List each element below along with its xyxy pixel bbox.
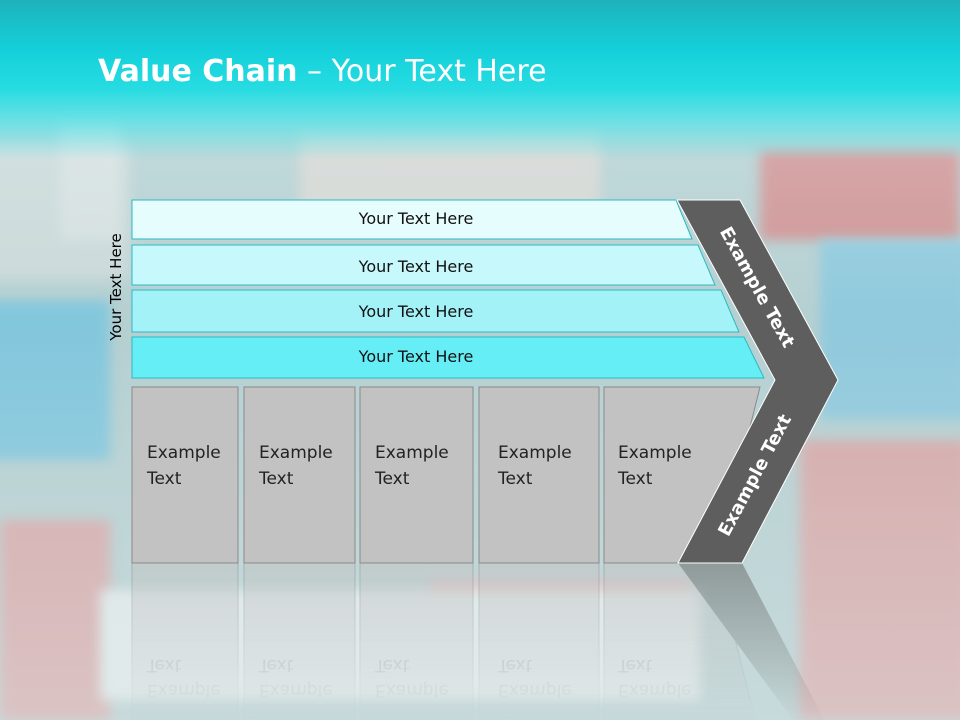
box-1-line1: Example xyxy=(147,443,221,463)
box-2 xyxy=(243,386,356,564)
svg-text:Text: Text xyxy=(258,655,294,675)
bar-4-label: Your Text Here xyxy=(358,347,474,366)
svg-text:Example: Example xyxy=(498,680,572,700)
box-4 xyxy=(478,386,600,564)
slide-title: Value Chain – Your Text Here xyxy=(98,54,547,89)
bars-group: Your Text Here Your Text Here Your Text … xyxy=(131,199,765,379)
svg-text:Example: Example xyxy=(147,680,221,700)
box-1 xyxy=(131,386,239,564)
box-2-line2: Text xyxy=(258,469,294,489)
box-3 xyxy=(359,386,474,564)
bar-3-label: Your Text Here xyxy=(358,302,474,321)
box-3-line1: Example xyxy=(375,443,449,463)
title-bold: Value Chain xyxy=(98,54,298,89)
box-1-line2: Text xyxy=(146,469,182,489)
bar-4 xyxy=(131,336,765,379)
svg-text:Example: Example xyxy=(375,680,449,700)
chevron-shape xyxy=(676,199,839,564)
bar-1 xyxy=(131,199,693,240)
bar-1-label: Your Text Here xyxy=(358,209,474,228)
header-band xyxy=(0,0,960,160)
box-5-line1: Example xyxy=(618,443,692,463)
svg-text:Text: Text xyxy=(617,655,653,675)
boxes-group: Example Text Example Text Example Text E… xyxy=(131,386,761,564)
svg-text:Example: Example xyxy=(259,680,333,700)
title-rest: – Your Text Here xyxy=(297,54,547,89)
box-2-line1: Example xyxy=(259,443,333,463)
diagram-reflection: Text Example Text Example Text Example T… xyxy=(131,562,825,720)
bar-3 xyxy=(131,289,740,333)
bar-2-label: Your Text Here xyxy=(358,257,474,276)
box-3-line2: Text xyxy=(374,469,410,489)
box-4-line2: Text xyxy=(497,469,533,489)
box-5-line2: Text xyxy=(617,469,653,489)
svg-text:Text: Text xyxy=(497,655,533,675)
bar-2 xyxy=(131,244,716,286)
box-4-line1: Example xyxy=(498,443,572,463)
svg-text:Example: Example xyxy=(618,680,692,700)
svg-text:Text: Text xyxy=(374,655,410,675)
svg-text:Text: Text xyxy=(146,655,182,675)
